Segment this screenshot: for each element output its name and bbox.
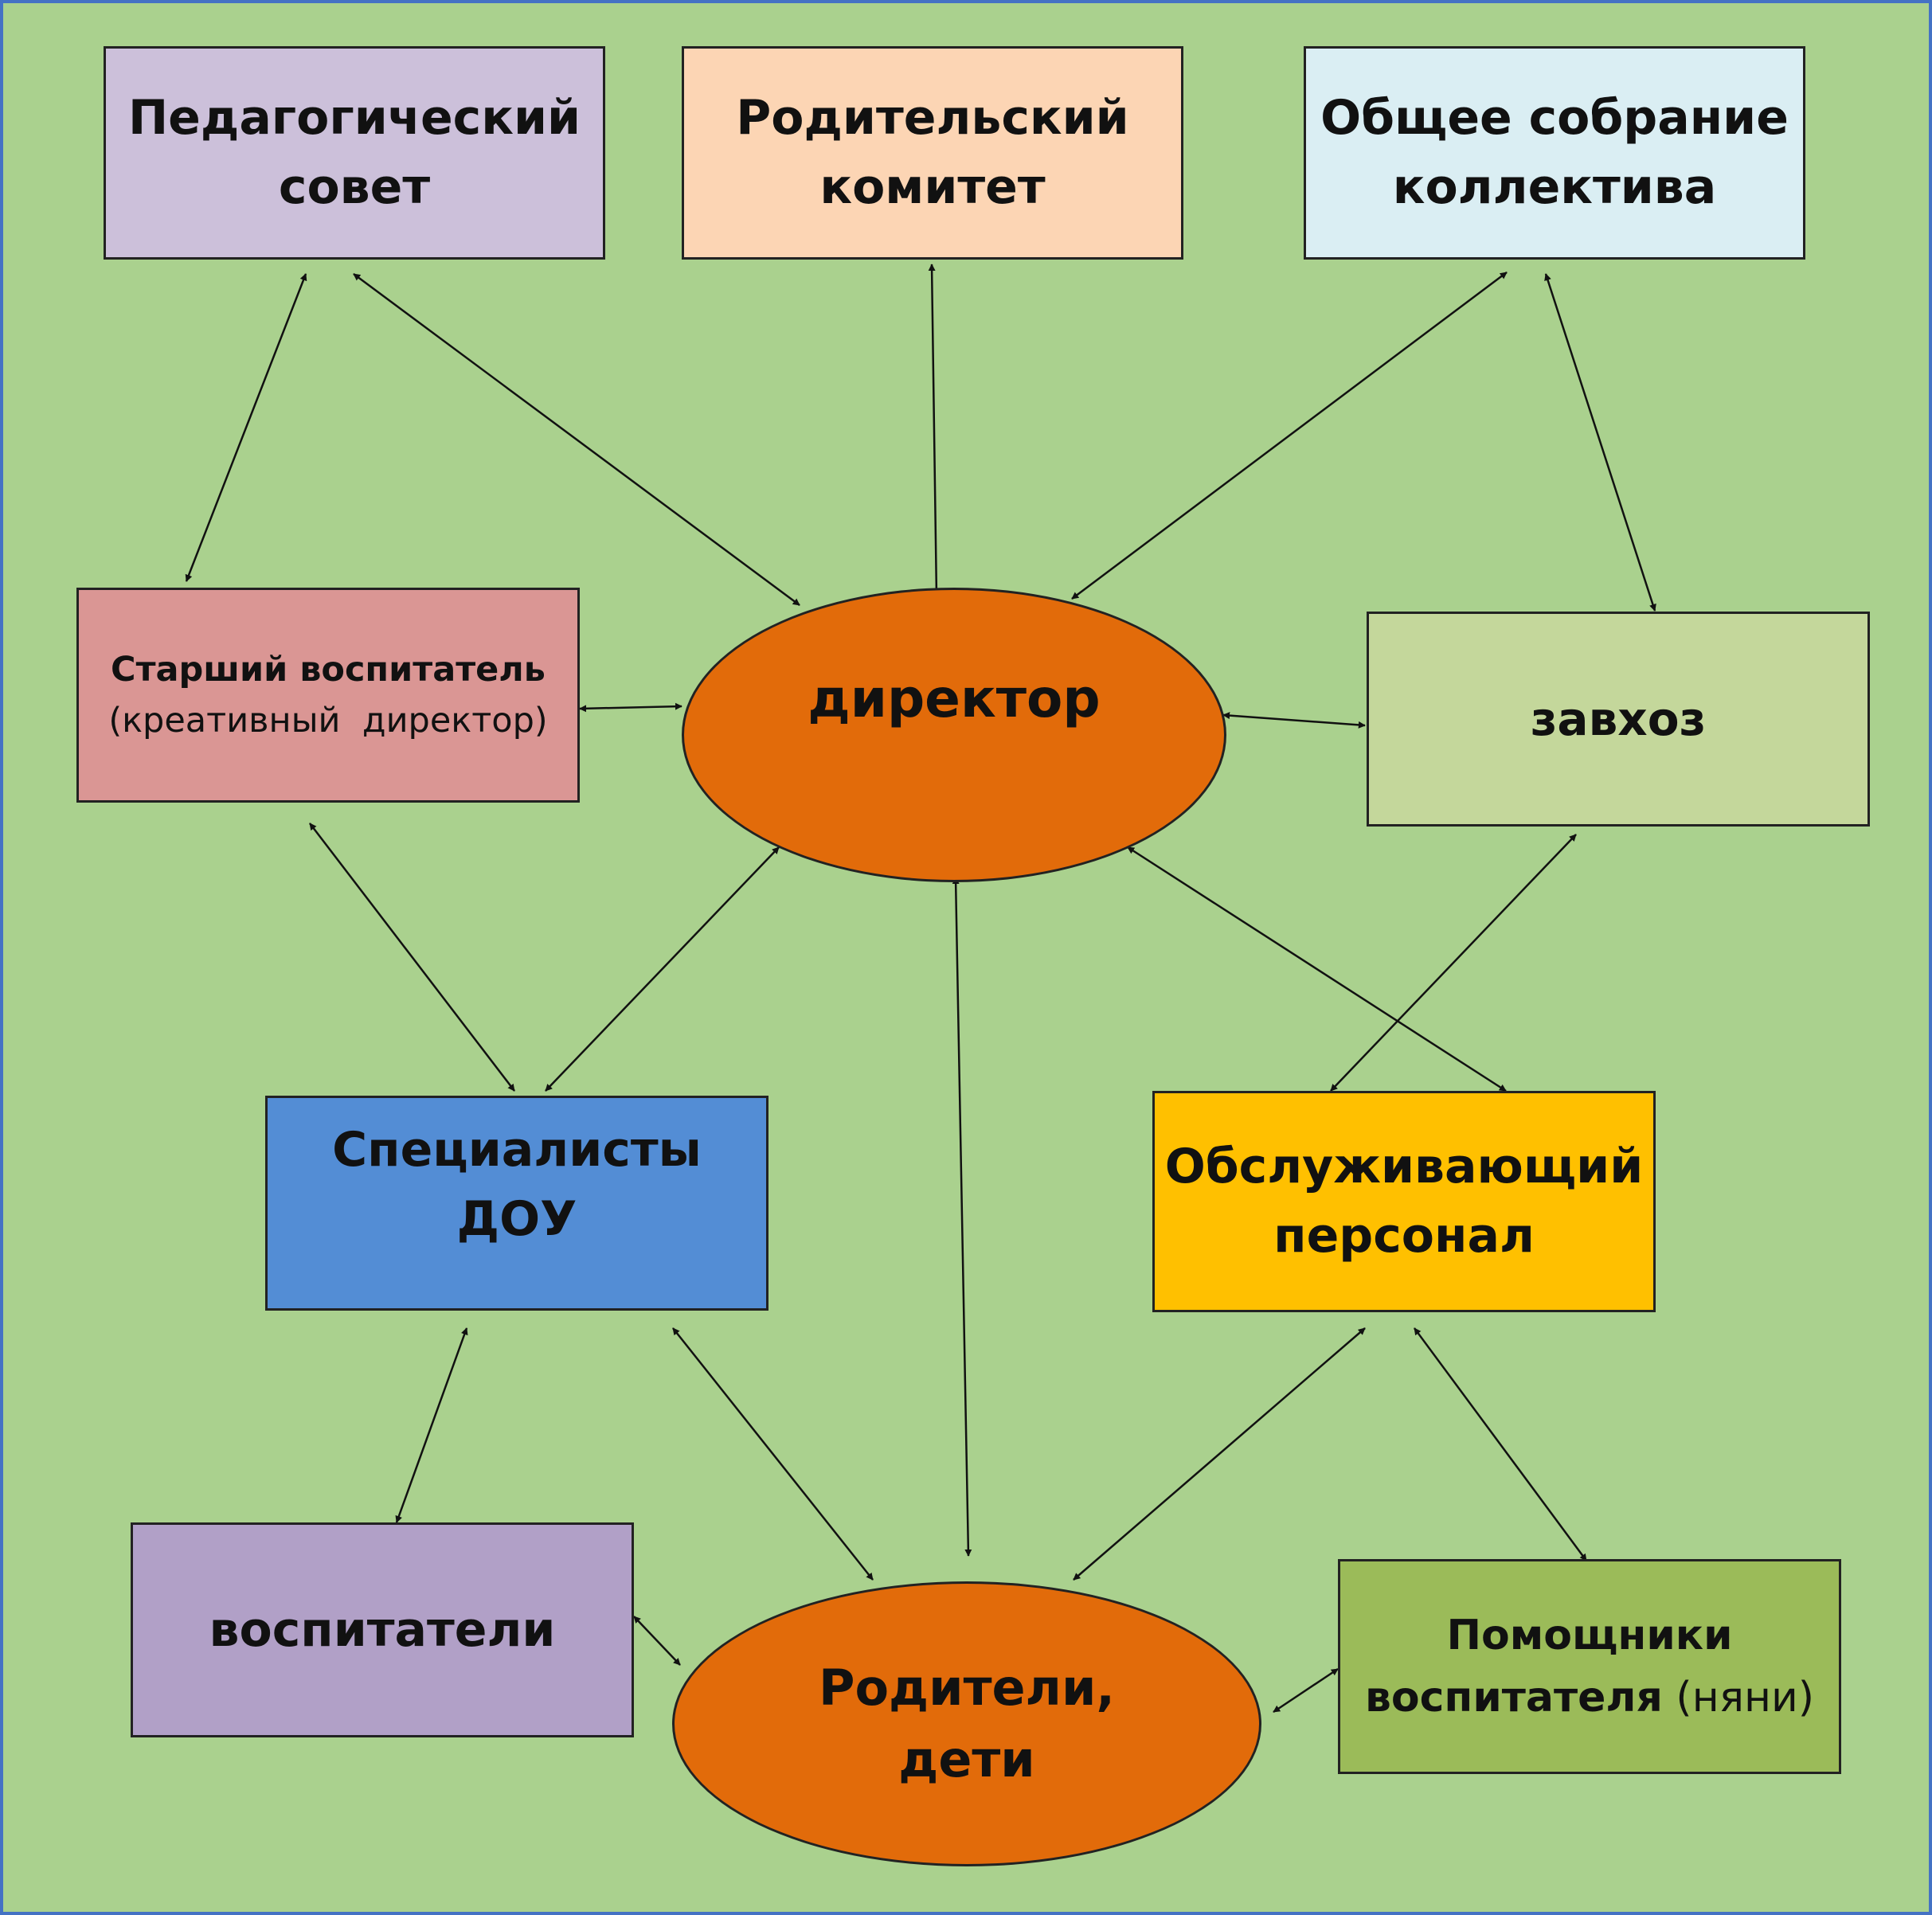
connector-ped-starsh xyxy=(185,273,307,582)
connector-rodit-pom xyxy=(1273,1667,1339,1714)
node-parents-committee-line-2: комитет xyxy=(819,159,1046,215)
connector-ped-dir xyxy=(353,272,800,607)
connector-dir-obsl xyxy=(1127,846,1507,1092)
connector-vosp-rodit xyxy=(633,1616,681,1666)
connector-spec-rodit xyxy=(672,1327,874,1581)
node-pedagogical-council-line-1: Педагогический xyxy=(127,90,581,146)
connector-obsl-rodit xyxy=(1073,1327,1366,1581)
node-parents-committee-line-1: Родительский xyxy=(736,90,1129,146)
node-director-label: директор xyxy=(808,668,1101,729)
node-assistant-educators-line-2-bold: воспитателя xyxy=(1364,1674,1663,1722)
connector-spec-vosp xyxy=(395,1327,468,1523)
node-senior-educator: Старший воспитатель (креативный директор… xyxy=(76,588,580,803)
node-facilities-manager-label: завхоз xyxy=(1530,692,1707,746)
connector-spec-dir xyxy=(545,846,780,1092)
node-pedagogical-council: Педагогический совет xyxy=(104,46,605,260)
node-service-staff: Обслуживающий персонал xyxy=(1152,1091,1656,1312)
node-assistant-educators-line-1: Помощники xyxy=(1446,1612,1733,1659)
connector-obsl-pom xyxy=(1413,1327,1588,1561)
node-parents-committee: Родительский комитет xyxy=(682,46,1183,260)
node-assistant-educators: Помощники воспитателя (няни) xyxy=(1338,1559,1841,1774)
node-general-meeting-line-2: коллектива xyxy=(1392,159,1717,215)
connector-dir-rodit xyxy=(952,877,972,1557)
connector-obshch-zav xyxy=(1544,273,1656,612)
node-educators-label: воспитатели xyxy=(209,1602,556,1658)
node-pedagogical-council-line-2: совет xyxy=(278,159,431,215)
node-educators: воспитатели xyxy=(131,1522,634,1737)
connector-obshch-dir xyxy=(1071,272,1508,600)
node-director: директор xyxy=(682,588,1226,882)
node-parents-children-line-1: Родители, xyxy=(819,1659,1115,1718)
connector-dir-zav xyxy=(1222,712,1366,729)
node-parents-children: Родители, дети xyxy=(672,1581,1261,1866)
node-parents-children-line-2: дети xyxy=(898,1730,1035,1788)
node-assistant-educators-line-2: воспитателя (няни) xyxy=(1365,1667,1814,1729)
node-service-staff-line-1: Обслуживающий xyxy=(1164,1139,1644,1194)
connector-layer xyxy=(185,264,1656,1714)
node-specialists-line-1: Специалисты xyxy=(332,1122,702,1178)
node-general-meeting-line-1: Общее собрание xyxy=(1320,90,1789,146)
node-specialists: Специалисты ДОУ xyxy=(265,1096,768,1311)
connector-starsh-spec xyxy=(309,823,515,1092)
node-facilities-manager: завхоз xyxy=(1367,612,1870,827)
connector-zav-obsl xyxy=(1330,834,1577,1092)
node-senior-educator-line-1: Старший воспитатель xyxy=(111,649,546,690)
node-senior-educator-line-2: (креативный директор) xyxy=(108,701,548,741)
node-service-staff-line-2: персонал xyxy=(1273,1208,1535,1264)
connector-starsh-dir xyxy=(579,702,682,713)
connector-rod-dir xyxy=(928,264,941,598)
node-assistant-educators-line-2-normal: (няни) xyxy=(1662,1674,1815,1722)
connector-group xyxy=(185,264,1656,1714)
node-general-meeting: Общее собрание коллектива xyxy=(1304,46,1805,260)
node-specialists-line-2: ДОУ xyxy=(456,1191,577,1247)
